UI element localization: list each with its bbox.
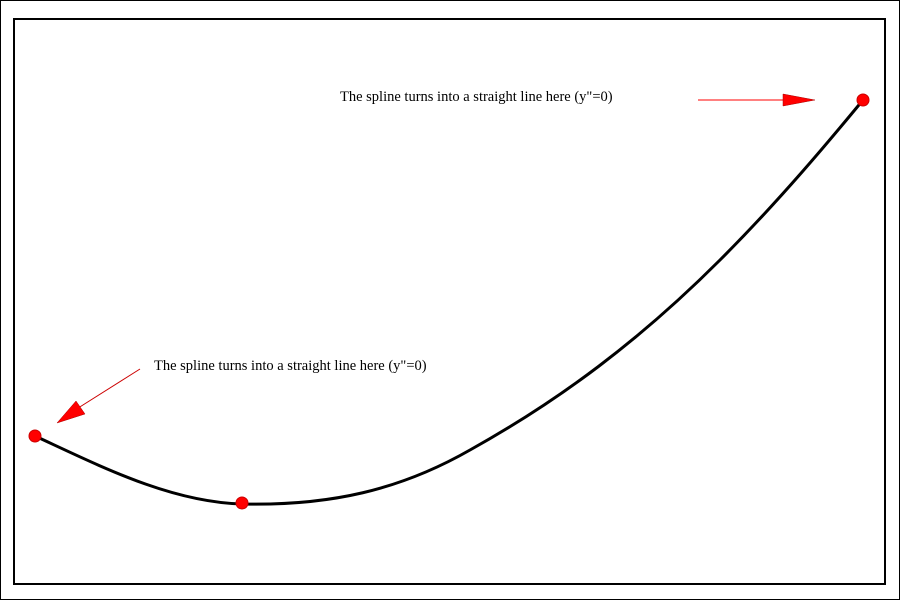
top-annotation: The spline turns into a straight line he… — [340, 89, 613, 105]
top-arrow — [698, 93, 816, 107]
plot-frame — [13, 18, 886, 585]
spline-curve — [34, 99, 865, 506]
bottom-arrow — [56, 368, 141, 424]
left-point — [28, 429, 42, 443]
middle-point — [235, 496, 249, 510]
right-point — [856, 93, 870, 107]
bottom-annotation: The spline turns into a straight line he… — [154, 358, 427, 374]
